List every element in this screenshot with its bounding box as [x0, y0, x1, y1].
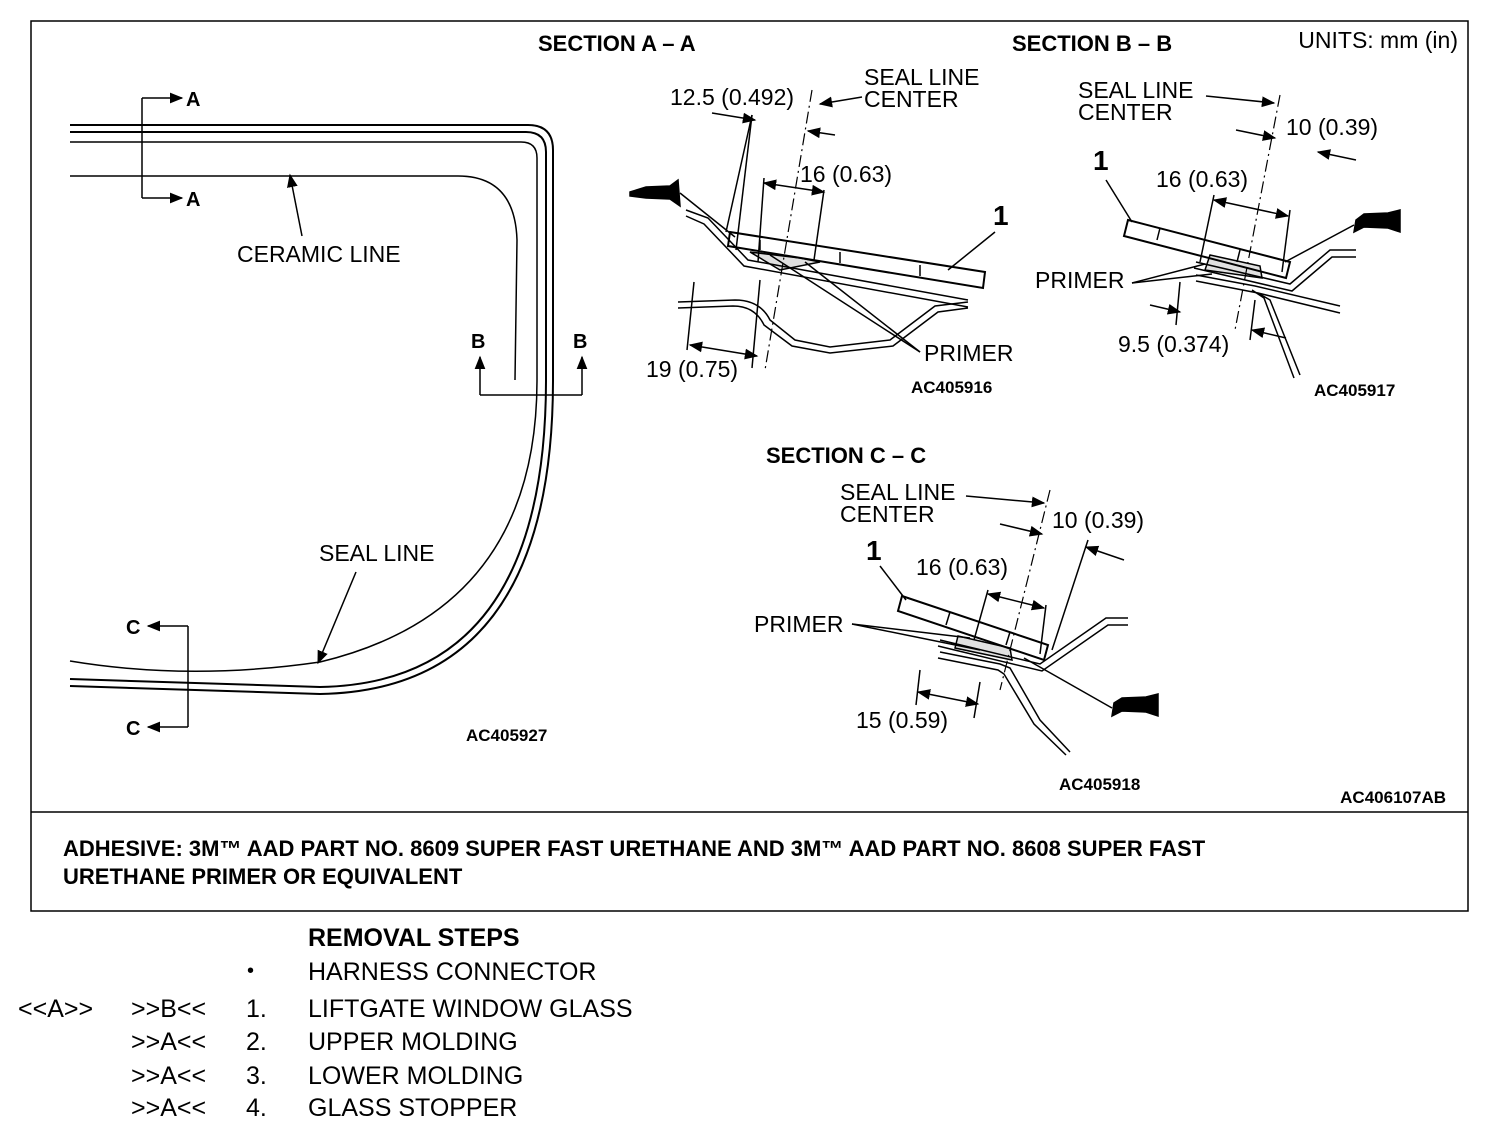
- main-view: [69, 92, 588, 733]
- mark-b-1: B: [471, 331, 485, 353]
- adhesive-note-line1: ADHESIVE: 3M™ AAD PART NO. 8609 SUPER FA…: [63, 836, 1206, 861]
- step-bullet: •: [247, 960, 255, 982]
- section-b-dim-top: 10 (0.39): [1286, 114, 1378, 140]
- section-b-drawing: [1105, 94, 1401, 379]
- step-num-1: 1.: [246, 995, 267, 1023]
- step-remove-3: >>A<<: [131, 1062, 207, 1090]
- step-label-0: HARNESS CONNECTOR: [308, 958, 597, 986]
- section-c-dim-mid: 16 (0.63): [916, 554, 1008, 580]
- seal-line-label: SEAL LINE: [319, 540, 434, 566]
- section-a-drawing: [629, 89, 996, 371]
- section-c-seal-line-2: CENTER: [840, 501, 935, 527]
- seal-line-leader: [317, 571, 357, 665]
- section-b-code: AC405917: [1314, 381, 1395, 400]
- ceramic-line-leader: [287, 173, 303, 237]
- step-label-3: LOWER MOLDING: [308, 1062, 524, 1090]
- figure-code: AC406107AB: [1340, 788, 1446, 807]
- mark-a-1: A: [186, 89, 200, 111]
- step-num-3: 3.: [246, 1062, 267, 1090]
- section-b-item-1: 1: [1093, 145, 1109, 176]
- section-b-seal-line-1: SEAL LINE: [1078, 77, 1193, 103]
- step-remove-2: >>A<<: [131, 1028, 207, 1056]
- section-c-drawing: [851, 489, 1159, 756]
- section-c-dim-top: 10 (0.39): [1052, 507, 1144, 533]
- section-b-title: SECTION B – B: [1012, 31, 1172, 56]
- section-a-dim-bottom: 19 (0.75): [646, 356, 738, 382]
- units-label: UNITS: mm (in): [1298, 27, 1458, 53]
- section-b-dim-bottom: 9.5 (0.374): [1118, 331, 1229, 357]
- mark-c-1: C: [126, 617, 140, 639]
- step-num-4: 4.: [246, 1094, 267, 1122]
- section-a-item-1: 1: [993, 200, 1009, 231]
- seal-line: [69, 141, 538, 672]
- section-c-dim-bottom: 15 (0.59): [856, 707, 948, 733]
- section-b-seal-line-2: CENTER: [1078, 99, 1173, 125]
- section-a-primer: PRIMER: [924, 340, 1013, 366]
- section-a-seal-line-1: SEAL LINE: [864, 64, 979, 90]
- section-b-dim-mid: 16 (0.63): [1156, 166, 1248, 192]
- step-label-2: UPPER MOLDING: [308, 1028, 518, 1056]
- step-remove-4: >>A<<: [131, 1094, 207, 1122]
- ceramic-line: [70, 175, 518, 381]
- section-c-title: SECTION C – C: [766, 443, 926, 468]
- step-install-1: <<A>>: [18, 995, 94, 1023]
- section-c-item-1: 1: [866, 535, 882, 566]
- section-b-primer: PRIMER: [1035, 267, 1124, 293]
- main-view-code: AC405927: [466, 726, 547, 745]
- section-a-dim-mid: 16 (0.63): [800, 161, 892, 187]
- ceramic-line-label: CERAMIC LINE: [237, 241, 401, 267]
- adhesive-note-line2: URETHANE PRIMER OR EQUIVALENT: [63, 864, 463, 889]
- section-a-title: SECTION A – A: [538, 31, 696, 56]
- liftgate-glass-diagram: UNITS: mm (in) AC406107AB A A B B C C CE…: [30, 20, 1469, 912]
- step-remove-1: >>B<<: [131, 995, 207, 1023]
- removal-steps: REMOVAL STEPS • HARNESS CONNECTOR <<A>> …: [0, 920, 760, 1130]
- step-label-1: LIFTGATE WINDOW GLASS: [308, 995, 633, 1023]
- section-a-seal-line-2: CENTER: [864, 86, 959, 112]
- step-num-2: 2.: [246, 1028, 267, 1056]
- step-label-4: GLASS STOPPER: [308, 1094, 518, 1122]
- section-a-dim-top: 12.5 (0.492): [670, 84, 794, 110]
- removal-heading: REMOVAL STEPS: [308, 924, 520, 952]
- section-a-code: AC405916: [911, 378, 992, 397]
- mark-b-2: B: [573, 331, 587, 353]
- section-c-primer: PRIMER: [754, 611, 843, 637]
- glass-edge-outer: [69, 124, 554, 696]
- mark-a-2: A: [186, 189, 200, 211]
- section-c-code: AC405918: [1059, 775, 1140, 794]
- section-c-seal-line-1: SEAL LINE: [840, 479, 955, 505]
- figure-frame: [30, 20, 1469, 912]
- glass-edge-inner: [69, 131, 547, 689]
- mark-c-2: C: [126, 718, 140, 740]
